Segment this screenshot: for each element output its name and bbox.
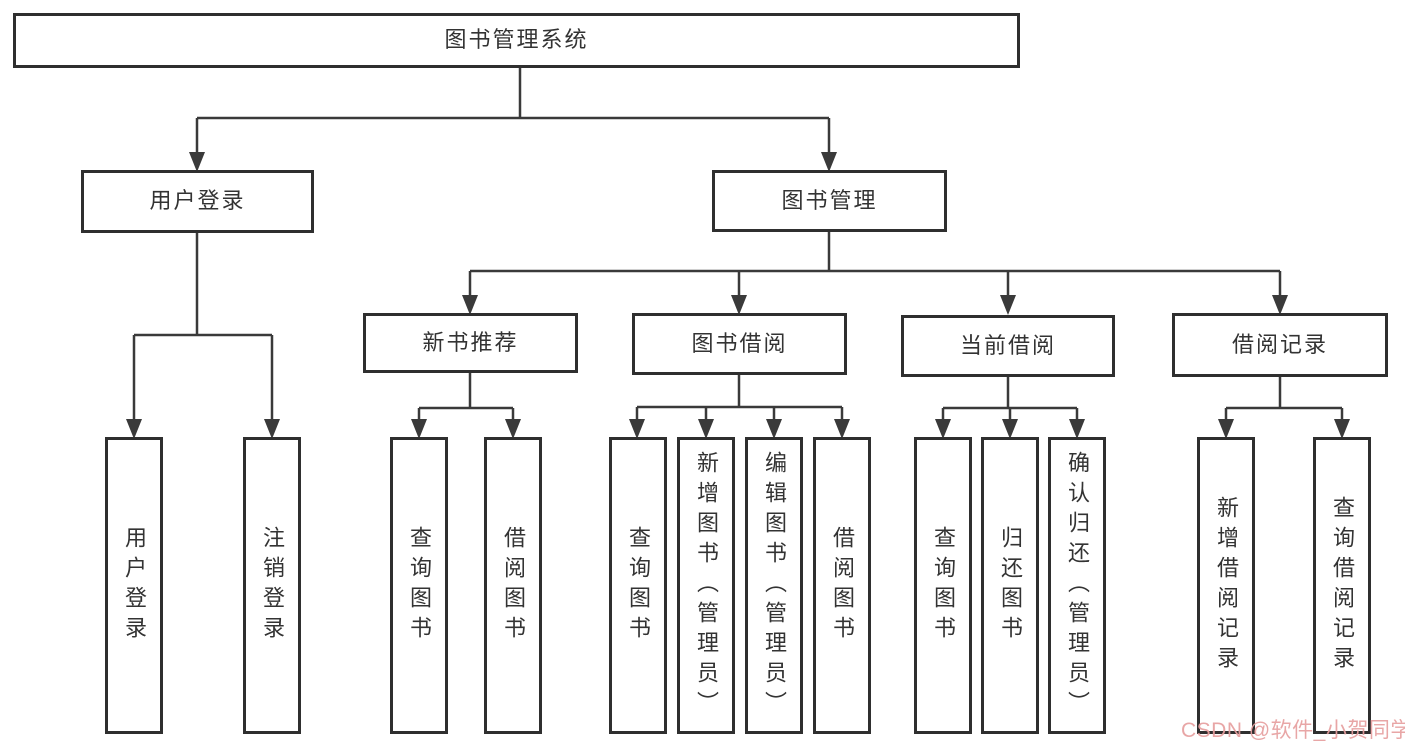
node-new-book-recommend: 新书推荐 bbox=[363, 313, 578, 373]
arrow-down-icon bbox=[505, 419, 521, 439]
leaf-add-book-admin-label: 新增图书（管理员） bbox=[694, 450, 719, 721]
leaf-user-login: 用户登录 bbox=[105, 437, 163, 734]
node-user-login: 用户登录 bbox=[81, 170, 314, 233]
arrowheads bbox=[126, 152, 1350, 439]
node-root-label: 图书管理系统 bbox=[444, 27, 589, 53]
node-user-login-label: 用户登录 bbox=[149, 188, 246, 214]
arrow-down-icon bbox=[731, 295, 747, 315]
leaf-return-book: 归还图书 bbox=[981, 437, 1039, 734]
arrow-down-icon bbox=[629, 419, 645, 439]
connector-currentborrow-to-leaves bbox=[941, 377, 1079, 420]
leaf-return-book-label: 归还图书 bbox=[998, 525, 1023, 646]
node-book-borrow-label: 图书借阅 bbox=[691, 330, 788, 356]
leaf-logout: 注销登录 bbox=[243, 437, 301, 734]
arrow-down-icon bbox=[1069, 419, 1085, 439]
connector-newbookrec-to-leaves bbox=[417, 373, 515, 420]
arrow-down-icon bbox=[1000, 295, 1016, 315]
node-borrow-records: 借阅记录 bbox=[1172, 313, 1388, 377]
arrow-down-icon bbox=[1002, 419, 1018, 439]
watermark: CSDN @软件_小贺同学 bbox=[1181, 719, 1405, 742]
leaf-borrow-book-borrow-label: 借阅图书 bbox=[830, 525, 855, 646]
arrow-down-icon bbox=[935, 419, 951, 439]
node-current-borrow: 当前借阅 bbox=[901, 315, 1115, 377]
arrow-down-icon bbox=[1334, 419, 1350, 439]
arrow-down-icon bbox=[126, 419, 142, 439]
arrow-down-icon bbox=[1218, 419, 1234, 439]
leaf-query-book-current-label: 查询图书 bbox=[931, 525, 956, 646]
leaf-add-borrow-record-label: 新增借阅记录 bbox=[1214, 495, 1239, 676]
connector-userlogin-to-leaves bbox=[132, 233, 274, 420]
arrow-down-icon bbox=[698, 419, 714, 439]
leaf-borrow-book-newrec: 借阅图书 bbox=[484, 437, 542, 734]
arrow-down-icon bbox=[462, 295, 478, 315]
leaf-query-book-borrow-label: 查询图书 bbox=[626, 525, 651, 646]
leaf-confirm-return-admin: 确认归还（管理员） bbox=[1048, 437, 1106, 734]
arrow-down-icon bbox=[821, 152, 837, 172]
connector-bookborrow-to-leaves bbox=[635, 375, 844, 420]
leaf-query-book-newrec: 查询图书 bbox=[390, 437, 448, 734]
leaf-edit-book-admin: 编辑图书（管理员） bbox=[745, 437, 803, 734]
leaf-borrow-book-borrow: 借阅图书 bbox=[813, 437, 871, 734]
leaf-query-book-borrow: 查询图书 bbox=[609, 437, 667, 734]
connector-borrowrecord-to-leaves bbox=[1224, 377, 1344, 420]
leaf-add-borrow-record: 新增借阅记录 bbox=[1197, 437, 1255, 734]
node-book-management-label: 图书管理 bbox=[781, 187, 878, 213]
arrow-down-icon bbox=[766, 419, 782, 439]
node-root: 图书管理系统 bbox=[13, 13, 1020, 68]
arrow-down-icon bbox=[411, 419, 427, 439]
node-book-management: 图书管理 bbox=[712, 170, 947, 232]
arrow-down-icon bbox=[264, 419, 280, 439]
leaf-add-book-admin: 新增图书（管理员） bbox=[677, 437, 735, 734]
connector-root-to-level2 bbox=[195, 68, 831, 153]
arrow-down-icon bbox=[189, 152, 205, 172]
arrow-down-icon bbox=[834, 419, 850, 439]
leaf-confirm-return-admin-label: 确认归还（管理员） bbox=[1065, 450, 1090, 721]
node-book-borrow: 图书借阅 bbox=[632, 313, 847, 375]
leaf-logout-label: 注销登录 bbox=[260, 525, 285, 646]
leaf-borrow-book-newrec-label: 借阅图书 bbox=[501, 525, 526, 646]
leaf-user-login-label: 用户登录 bbox=[122, 525, 147, 646]
node-new-book-recommend-label: 新书推荐 bbox=[422, 329, 519, 355]
leaf-query-book-newrec-label: 查询图书 bbox=[407, 525, 432, 646]
arrow-down-icon bbox=[1272, 295, 1288, 315]
node-borrow-records-label: 借阅记录 bbox=[1231, 331, 1328, 357]
node-current-borrow-label: 当前借阅 bbox=[959, 332, 1056, 358]
leaf-edit-book-admin-label: 编辑图书（管理员） bbox=[762, 450, 787, 721]
leaf-query-book-current: 查询图书 bbox=[914, 437, 972, 734]
leaf-query-borrow-record-label: 查询借阅记录 bbox=[1330, 495, 1355, 676]
leaf-query-borrow-record: 查询借阅记录 bbox=[1313, 437, 1371, 734]
connector-bookmgmt-to-level3 bbox=[468, 232, 1282, 296]
